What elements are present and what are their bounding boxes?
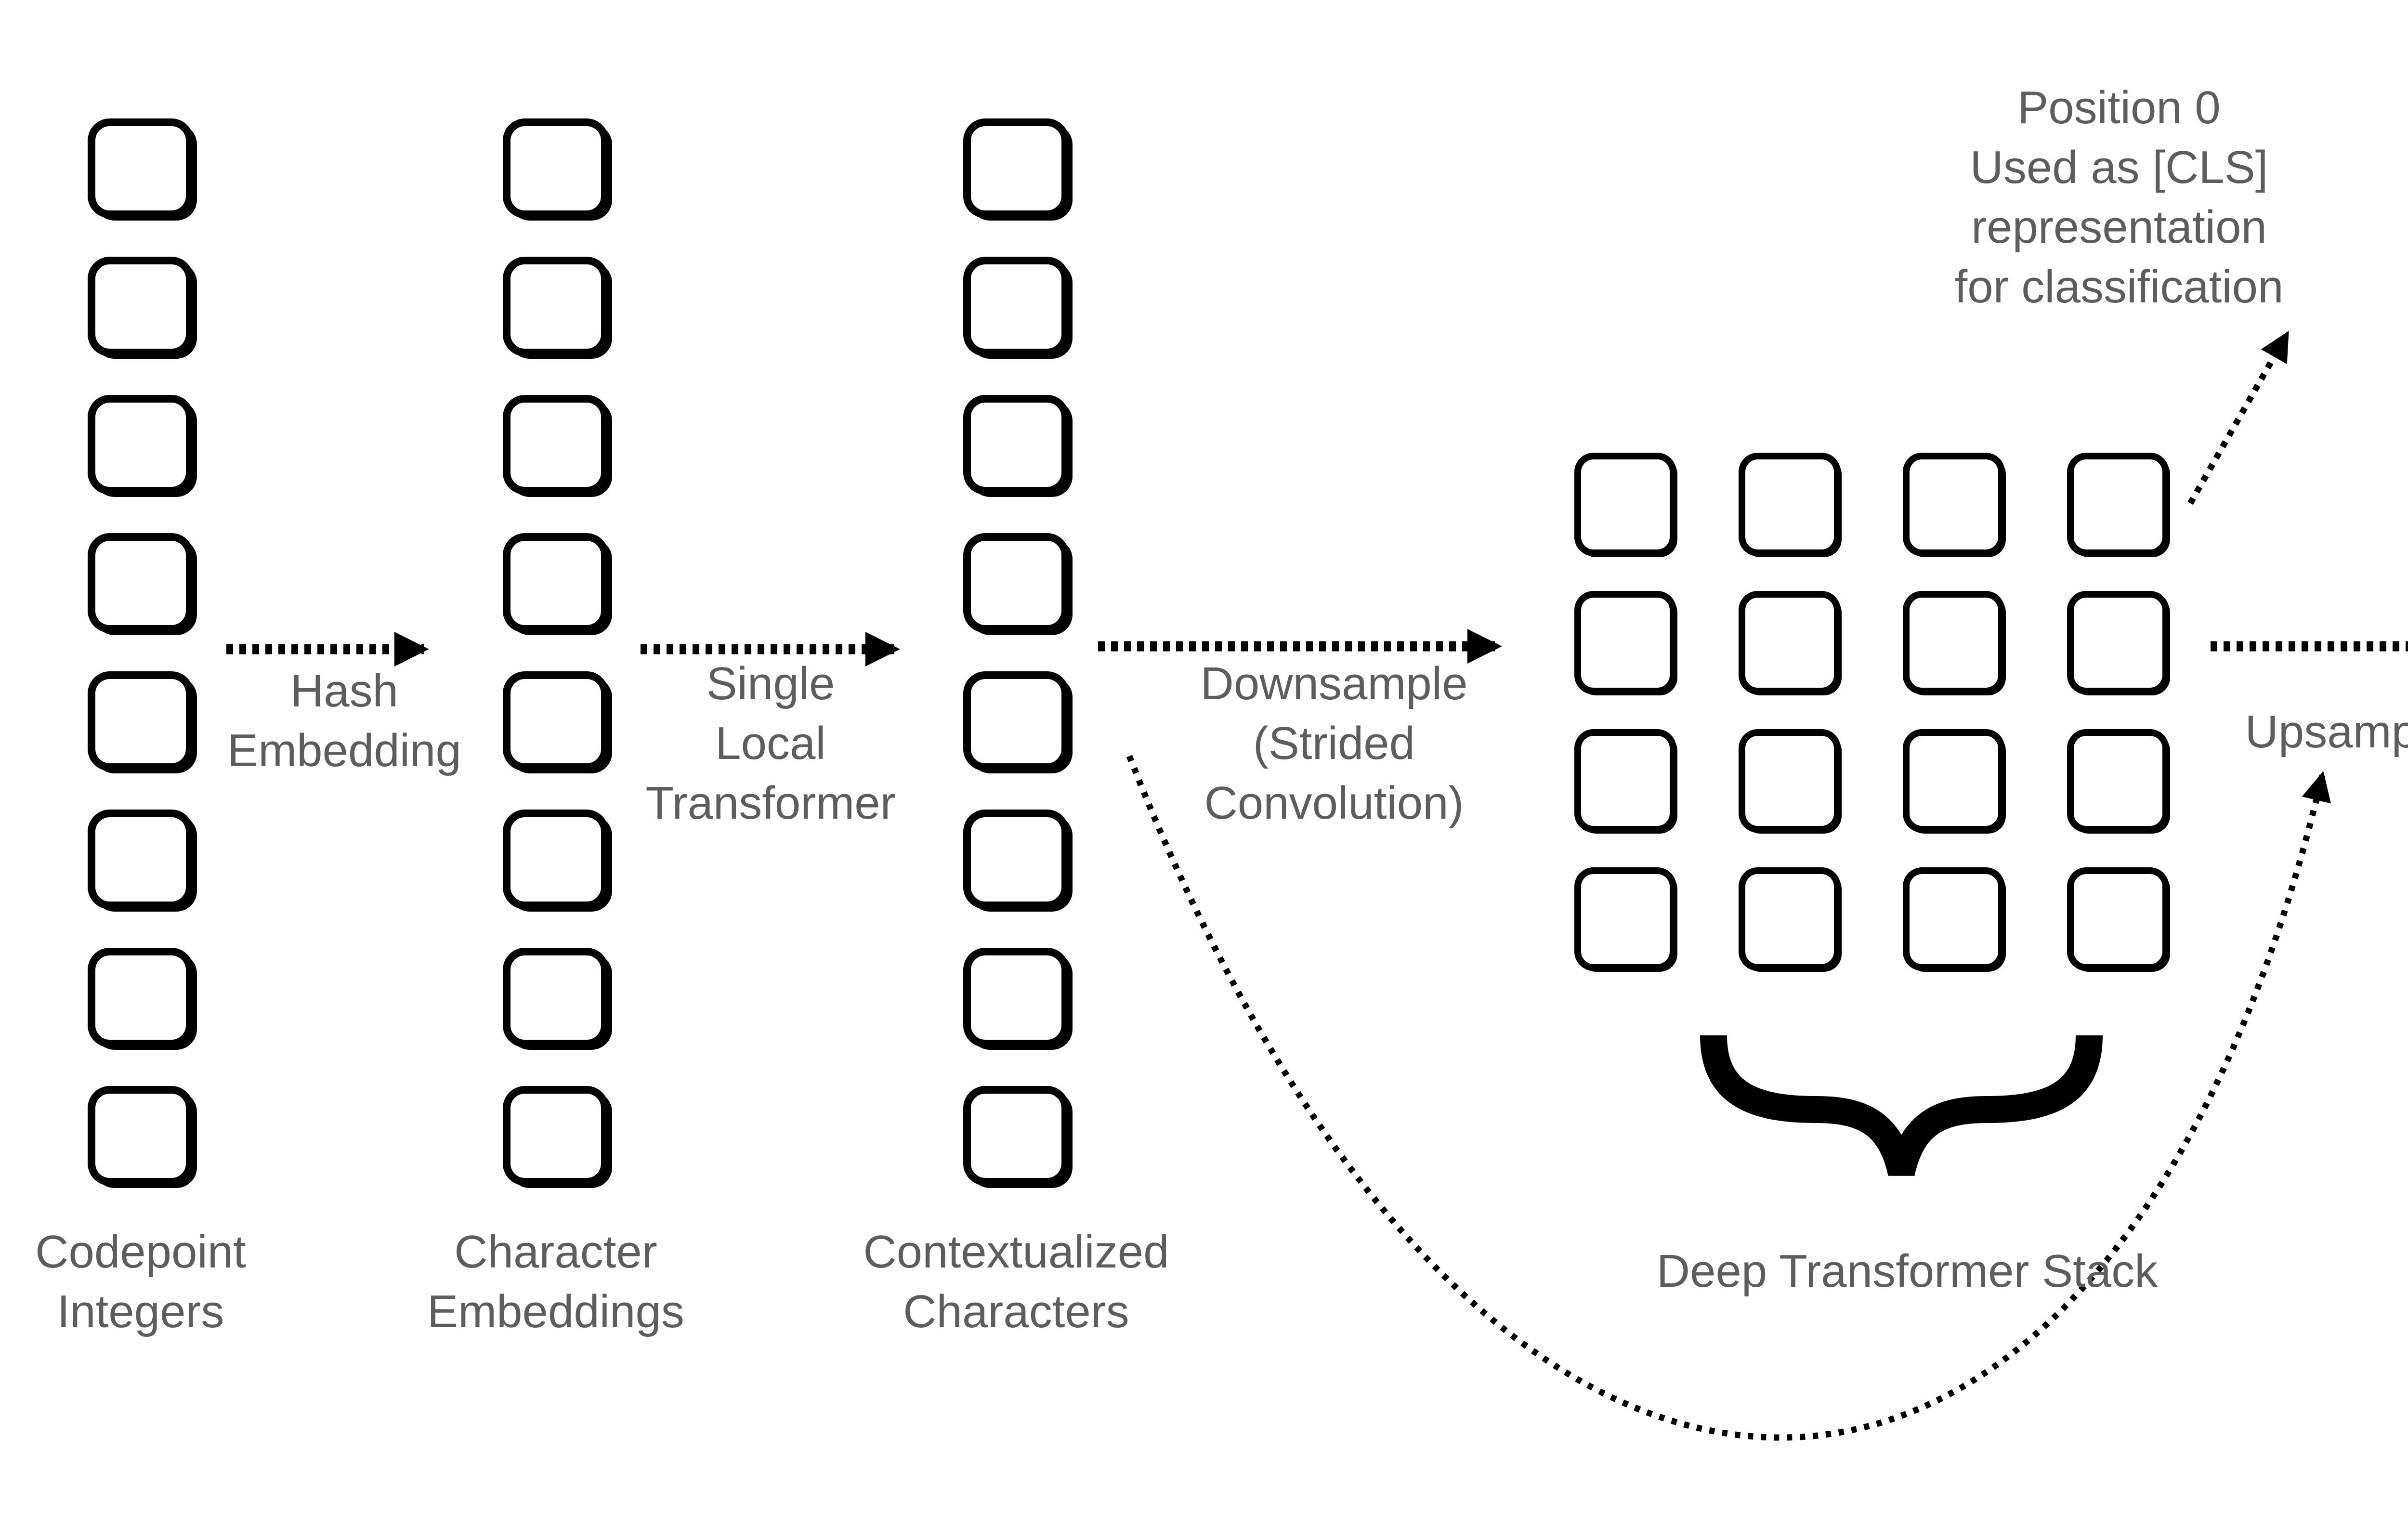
codepoint-box bbox=[88, 671, 194, 771]
downsampled-position-box bbox=[1903, 453, 2005, 556]
contextualized-character-box bbox=[963, 533, 1069, 633]
downsampled-position-box bbox=[2067, 591, 2169, 694]
codepoint-box bbox=[88, 118, 194, 218]
label-line: for classification bbox=[1954, 261, 2284, 313]
cls-position-arrow bbox=[2187, 330, 2290, 505]
label-line: Transformer bbox=[645, 777, 896, 829]
codepoint-box bbox=[88, 948, 194, 1047]
label-hash-embedding: Hash Embedding bbox=[227, 661, 461, 781]
downsampled-position-box bbox=[2067, 453, 2169, 556]
codepoint-box bbox=[88, 533, 194, 633]
label-line: Deep Transformer Stack bbox=[1656, 1245, 2158, 1297]
label-line: (Strided bbox=[1253, 718, 1415, 769]
label-codepoint-integers: Codepoint Integers bbox=[35, 1222, 246, 1342]
label-line: Convolution) bbox=[1204, 777, 1464, 829]
codepoint-box bbox=[88, 257, 194, 356]
column-contextualized-characters bbox=[963, 118, 1069, 1186]
downsampled-position-box bbox=[1574, 591, 1676, 694]
label-line: Embedding bbox=[227, 725, 461, 776]
character-embedding-box bbox=[503, 257, 609, 356]
downsampled-position-box bbox=[2067, 867, 2169, 971]
codepoint-box bbox=[88, 810, 194, 909]
label-line: Position 0 bbox=[2017, 82, 2221, 133]
label-line: Contextualized bbox=[863, 1226, 1169, 1278]
column-character-embeddings bbox=[503, 118, 609, 1186]
label-line: Local bbox=[715, 718, 826, 769]
label-line: Characters bbox=[903, 1286, 1129, 1337]
character-embedding-box bbox=[503, 1086, 609, 1186]
downsampled-position-box bbox=[1574, 867, 1676, 971]
label-line: Character bbox=[454, 1226, 657, 1278]
deep-transformer-grid bbox=[1574, 453, 2169, 971]
contextualized-character-box bbox=[963, 1086, 1069, 1186]
contextualized-character-box bbox=[963, 948, 1069, 1047]
contextualized-character-box bbox=[963, 395, 1069, 495]
downsampled-position-box bbox=[1574, 453, 1676, 556]
character-embedding-box bbox=[503, 810, 609, 909]
contextualized-character-box bbox=[963, 118, 1069, 218]
label-line: Hash bbox=[290, 665, 399, 717]
downsampled-position-box bbox=[1903, 591, 2005, 694]
character-embedding-box bbox=[503, 533, 609, 633]
codepoint-box bbox=[88, 1086, 194, 1186]
downsampled-position-box bbox=[1739, 591, 1841, 694]
downsampled-position-box bbox=[2067, 729, 2169, 833]
label-upsampling: Upsampling bbox=[2245, 702, 2408, 762]
label-line: Used as [CLS] bbox=[1970, 142, 2268, 193]
label-single-local-transformer: Single Local Transformer bbox=[645, 654, 895, 833]
downsampled-position-box bbox=[1903, 867, 2005, 971]
contextualized-character-box bbox=[963, 257, 1069, 356]
label-line: Integers bbox=[57, 1286, 224, 1337]
contextualized-character-box bbox=[963, 810, 1069, 909]
label-downsample: Downsample (Strided Convolution) bbox=[1201, 654, 1468, 833]
cls-position-note: Position 0 Used as [CLS] representation … bbox=[1955, 78, 2284, 317]
character-embedding-box bbox=[503, 671, 609, 771]
downsampled-position-box bbox=[1739, 453, 1841, 556]
downsampled-position-box bbox=[1903, 729, 2005, 833]
label-line: Embeddings bbox=[427, 1286, 684, 1337]
label-line: Codepoint bbox=[35, 1226, 246, 1278]
deep-transformer-brace bbox=[1700, 1035, 2103, 1176]
character-embedding-box bbox=[503, 118, 609, 218]
label-deep-transformer-stack: Deep Transformer Stack bbox=[1657, 1241, 2158, 1301]
downsampled-position-box bbox=[1574, 729, 1676, 833]
label-character-embeddings: Character Embeddings bbox=[427, 1222, 684, 1342]
label-line: Downsample bbox=[1200, 658, 1468, 709]
downsampled-position-box bbox=[1739, 729, 1841, 833]
character-embedding-box bbox=[503, 395, 609, 495]
codepoint-box bbox=[88, 395, 194, 495]
label-line: Upsampling bbox=[2245, 706, 2408, 758]
contextualized-character-box bbox=[963, 671, 1069, 771]
character-embedding-box bbox=[503, 948, 609, 1047]
downsampled-position-box bbox=[1739, 867, 1841, 971]
column-codepoint-integers bbox=[88, 118, 194, 1186]
label-line: Single bbox=[706, 658, 835, 709]
label-contextualized-characters: Contextualized Characters bbox=[863, 1222, 1169, 1342]
label-line: representation bbox=[1971, 201, 2267, 253]
